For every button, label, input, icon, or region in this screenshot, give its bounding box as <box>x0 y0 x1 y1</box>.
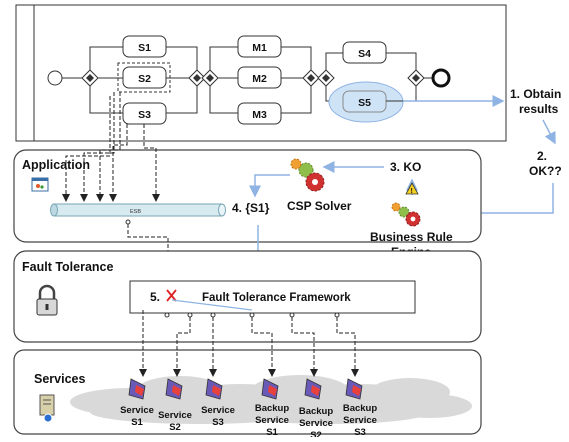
application-title: Application <box>22 158 90 172</box>
task-s3-label: S3 <box>138 109 151 121</box>
service-s1-icon[interactable] <box>128 378 146 400</box>
step-s1: 4. {S1} <box>232 201 270 215</box>
task-s4-label: S4 <box>358 48 371 60</box>
service-s2-line1: Service <box>158 410 192 421</box>
framework-redirect-line <box>171 299 253 311</box>
to-business-rule-arrow <box>444 183 554 219</box>
task-s5-label: S5 <box>358 97 371 109</box>
application-window-icon <box>31 177 49 192</box>
service-s3-line1: Service <box>201 405 235 416</box>
warning-icon: ! <box>405 182 419 195</box>
backup-s1-line1: Backup <box>255 403 290 414</box>
task-s2-label: S2 <box>138 73 151 85</box>
padlock-icon <box>36 284 58 316</box>
service-s3-icon[interactable] <box>205 378 223 400</box>
step-ok-line2: OK?? <box>529 164 562 178</box>
step-x: 5. <box>150 290 160 304</box>
esb-port <box>125 219 131 225</box>
csp-to-s1-arrow <box>249 174 290 198</box>
s2-selection-outline <box>117 62 171 93</box>
application-panel <box>13 149 482 243</box>
backup-s2-line1: Backup <box>299 406 334 417</box>
services-title: Services <box>34 372 85 386</box>
backup-s3-line2: Service <box>343 415 377 426</box>
backup-service-s2-icon[interactable] <box>304 378 322 400</box>
step-obtain-line2: results <box>519 102 559 116</box>
framework-label: Fault Tolerance Framework <box>202 292 351 304</box>
service-s1-line2: S1 <box>131 417 143 428</box>
task-m1-label: M1 <box>252 42 267 54</box>
services-cloud <box>70 375 472 424</box>
service-s2-line2: S2 <box>169 422 181 433</box>
esb-bus <box>50 203 226 217</box>
failure-x-icon <box>166 289 177 302</box>
esb-label: ESB <box>130 209 141 215</box>
task-m3-label: M3 <box>252 109 267 121</box>
backup-s2-line3: S2 <box>310 430 322 437</box>
backup-s2-line2: Service <box>299 418 333 429</box>
exclusive-gateway-join <box>407 69 425 87</box>
business-rule-engine-icon <box>391 202 421 227</box>
fault-tolerance-framework-box[interactable] <box>129 280 416 314</box>
to-ok-arrow <box>542 119 556 145</box>
fault-tolerance-title: Fault Tolerance <box>22 260 114 274</box>
parallel-gateway-join-1 <box>188 69 206 87</box>
exclusive-gateway-split <box>317 69 335 87</box>
task-m2-label: M2 <box>252 73 267 85</box>
service-s1-line1: Service <box>120 405 154 416</box>
step-ok-line1: 2. <box>537 149 547 163</box>
service-s2-icon[interactable] <box>165 378 183 400</box>
end-event <box>431 68 451 88</box>
business-rule-line1: Business Rule <box>370 230 453 244</box>
backup-s3-line1: Backup <box>343 403 378 414</box>
parallel-gateway-split-2 <box>201 69 219 87</box>
csp-solver-icon <box>290 158 325 192</box>
backup-service-s3-icon[interactable] <box>345 378 363 400</box>
start-event <box>47 70 63 86</box>
backup-s1-line3: S1 <box>266 427 278 437</box>
server-icon <box>39 394 55 423</box>
csp-solver-label: CSP Solver <box>287 199 352 213</box>
backup-s3-line3: S3 <box>354 427 366 437</box>
task-s1-label: S1 <box>138 42 151 54</box>
parallel-gateway-join-2 <box>302 69 320 87</box>
service-s3-line2: S3 <box>212 417 224 428</box>
backup-service-s1-icon[interactable] <box>261 378 279 400</box>
step-ko: 3. KO <box>390 160 421 174</box>
svg-text:!: ! <box>411 188 413 195</box>
step-obtain-line1: 1. Obtain <box>510 87 561 101</box>
backup-s1-line2: Service <box>255 415 289 426</box>
